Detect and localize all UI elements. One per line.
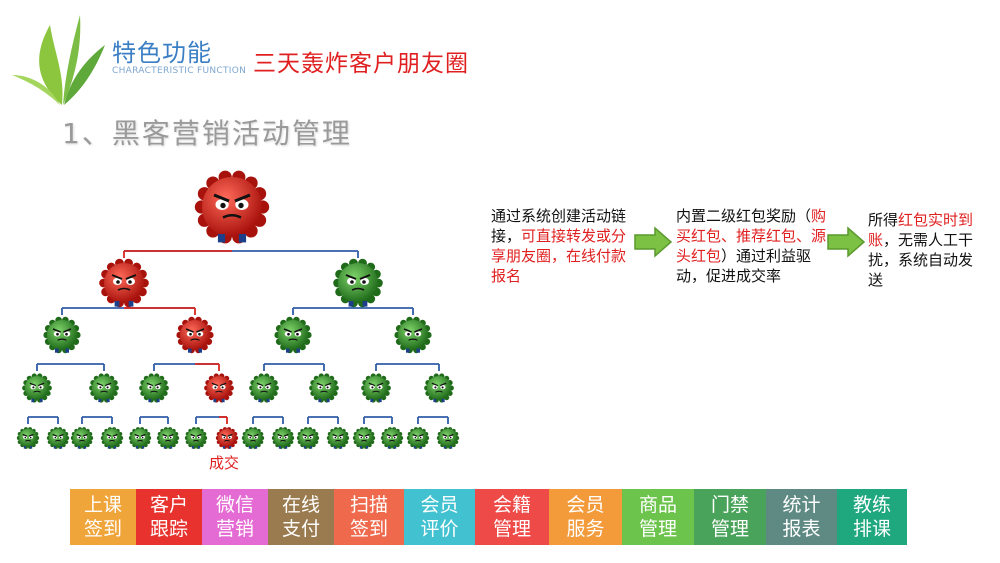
green-virus-icon	[22, 373, 52, 403]
feature-tile: 统计报表	[766, 489, 837, 545]
feature-tile: 会籍管理	[475, 489, 549, 545]
headline: 三天轰炸客户朋友圈	[253, 51, 469, 77]
feature-tile: 会员服务	[549, 489, 622, 545]
brand-title: 特色功能	[112, 39, 212, 67]
feature-label: 客户跟踪	[149, 494, 188, 540]
green-virus-icon	[352, 427, 376, 449]
feature-label: 扫描签到	[349, 494, 388, 540]
feature-label: 会籍管理	[492, 494, 531, 540]
red-virus-icon	[194, 170, 270, 244]
green-virus-icon	[274, 316, 312, 354]
feature-label: 门禁管理	[710, 494, 749, 540]
step-text-part: 所得	[868, 211, 899, 229]
green-virus-icon	[333, 258, 383, 308]
feature-tile: 扫描签到	[334, 489, 404, 545]
feature-label: 商品管理	[638, 494, 677, 540]
tree-nodes	[16, 170, 460, 449]
step-create-link: 通过系统创建活动链接，可直接转发或分享朋友圈，在线付款报名	[491, 206, 637, 286]
green-virus-icon	[361, 373, 391, 403]
feature-tile: 教练排课	[837, 489, 907, 545]
leaf-logo-icon	[12, 15, 105, 105]
right-arrow-icon	[634, 226, 673, 258]
section-title: 1、黑客营销活动管理	[62, 117, 352, 150]
green-virus-icon	[16, 427, 40, 449]
feature-tile: 微信营销	[202, 489, 268, 545]
feature-tile: 在线支付	[268, 489, 334, 545]
green-virus-icon	[128, 427, 152, 449]
red-virus-icon	[204, 373, 234, 403]
green-virus-icon	[46, 427, 70, 449]
feature-tile: 会员评价	[404, 489, 475, 545]
green-virus-icon	[139, 373, 169, 403]
tree-connectors	[27, 250, 449, 424]
brand-subtitle: CHARACTERISTIC FUNCTION	[112, 66, 247, 76]
green-virus-icon	[156, 427, 180, 449]
green-virus-icon	[70, 427, 94, 449]
red-virus-icon	[215, 427, 239, 449]
green-virus-icon	[309, 373, 339, 403]
green-virus-icon	[184, 427, 208, 449]
red-virus-icon	[176, 316, 214, 354]
feature-tile: 门禁管理	[694, 489, 766, 545]
green-virus-icon	[394, 316, 432, 354]
feature-label: 教练排课	[852, 494, 891, 540]
green-virus-icon	[406, 427, 430, 449]
feature-tile: 上课签到	[70, 489, 136, 545]
green-virus-icon	[100, 427, 124, 449]
right-arrow-icon	[827, 226, 866, 258]
green-virus-icon	[89, 373, 119, 403]
viral-spread-diagram	[16, 170, 460, 449]
step-text-part: ，无需人工干扰，系统自动发送	[868, 231, 974, 289]
green-virus-icon	[380, 427, 404, 449]
step-text-part: 红包实时到账	[868, 211, 974, 249]
step-text-part: 可直接转发或分享朋友圈，在线付款报名	[491, 227, 627, 285]
step-text-part: 通过系统创建活动链接，	[491, 207, 627, 245]
green-virus-icon	[424, 373, 454, 403]
feature-label: 在线支付	[281, 494, 320, 540]
step-instant-payout: 所得红包实时到账，无需人工干扰，系统自动发送	[868, 210, 983, 290]
feature-label: 会员服务	[566, 494, 605, 540]
green-virus-icon	[296, 427, 320, 449]
deal-label: 成交	[209, 454, 240, 472]
green-virus-icon	[43, 316, 81, 354]
step-text-part: 内置二级红包奖励（	[676, 207, 812, 225]
step-text-part: 购买红包、推荐红包、源头红包	[676, 207, 827, 265]
feature-tile: 商品管理	[622, 489, 694, 545]
feature-label: 统计报表	[782, 494, 821, 540]
red-virus-icon	[99, 258, 149, 308]
feature-bar: 上课签到客户跟踪微信营销在线支付扫描签到会员评价会籍管理会员服务商品管理门禁管理…	[70, 489, 907, 545]
feature-label: 会员评价	[420, 494, 459, 540]
green-virus-icon	[326, 427, 350, 449]
feature-label: 上课签到	[83, 494, 122, 540]
green-virus-icon	[436, 427, 460, 449]
green-virus-icon	[241, 427, 265, 449]
green-virus-icon	[249, 373, 279, 403]
step-red-packet-reward: 内置二级红包奖励（购买红包、推荐红包、源头红包）通过利益驱动，促进成交率	[676, 206, 832, 286]
green-virus-icon	[271, 427, 295, 449]
step-text-part: ）通过利益驱动，促进成交率	[676, 247, 812, 285]
feature-tile: 客户跟踪	[136, 489, 202, 545]
feature-label: 微信营销	[215, 494, 254, 540]
